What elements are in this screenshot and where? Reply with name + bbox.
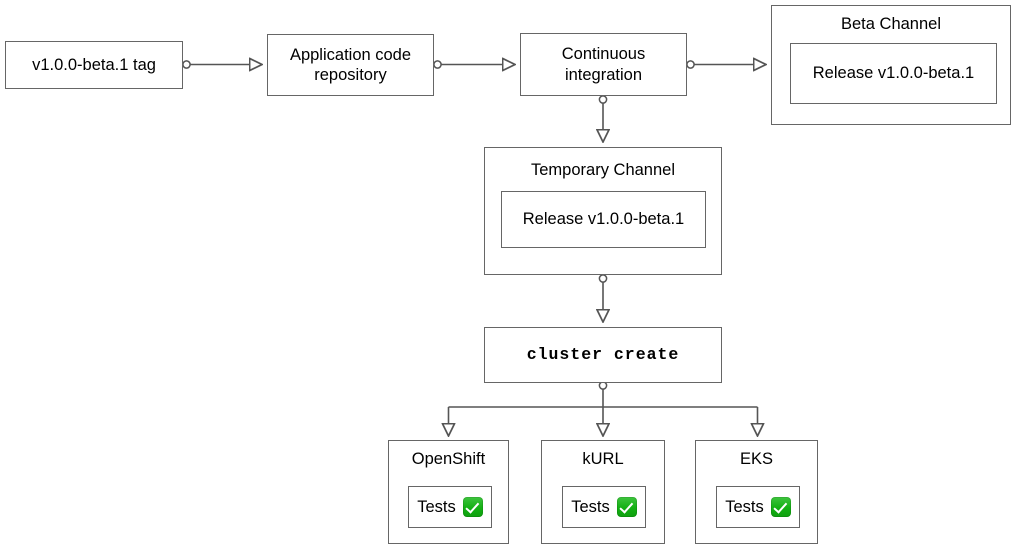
node-target-kurl-tests[interactable]: Tests bbox=[562, 486, 646, 528]
node-temporary-channel-title: Temporary Channel bbox=[531, 161, 675, 179]
node-continuous-integration-label: Continuous integration bbox=[561, 45, 646, 84]
node-target-kurl-title: kURL bbox=[582, 450, 624, 468]
check-mark-button-icon bbox=[616, 497, 637, 517]
node-target-kurl-tests-label: Tests bbox=[571, 497, 610, 516]
node-target-openshift-tests[interactable]: Tests bbox=[408, 486, 492, 528]
node-continuous-integration[interactable]: Continuous integration bbox=[520, 33, 687, 96]
node-cluster-create[interactable]: cluster create bbox=[484, 327, 722, 383]
node-beta-channel[interactable]: Beta Channel Release v1.0.0-beta.1 bbox=[771, 5, 1011, 125]
node-application-code-repository[interactable]: Application code repository bbox=[267, 34, 434, 96]
node-cluster-create-label: cluster create bbox=[526, 344, 680, 364]
node-application-code-repository-label: Application code repository bbox=[289, 45, 412, 84]
check-mark-button-icon bbox=[462, 497, 483, 517]
node-target-eks-title: EKS bbox=[739, 450, 774, 468]
node-beta-channel-title: Beta Channel bbox=[841, 15, 941, 33]
node-target-openshift[interactable]: OpenShift Tests bbox=[388, 440, 509, 544]
node-target-kurl[interactable]: kURL Tests bbox=[541, 440, 665, 544]
node-temporary-channel-release[interactable]: Release v1.0.0-beta.1 bbox=[501, 191, 706, 248]
node-version-tag[interactable]: v1.0.0-beta.1 tag bbox=[5, 41, 183, 89]
node-beta-channel-release-label: Release v1.0.0-beta.1 bbox=[812, 64, 975, 82]
node-version-tag-label: v1.0.0-beta.1 tag bbox=[32, 55, 156, 74]
node-temporary-channel[interactable]: Temporary Channel Release v1.0.0-beta.1 bbox=[484, 147, 722, 275]
node-target-openshift-title: OpenShift bbox=[411, 450, 486, 468]
node-beta-channel-release[interactable]: Release v1.0.0-beta.1 bbox=[790, 43, 997, 104]
node-temporary-channel-release-label: Release v1.0.0-beta.1 bbox=[522, 210, 685, 228]
node-target-eks[interactable]: EKS Tests bbox=[695, 440, 818, 544]
node-target-openshift-tests-label: Tests bbox=[417, 497, 456, 516]
check-mark-button-icon bbox=[770, 497, 791, 517]
node-target-eks-tests[interactable]: Tests bbox=[716, 486, 800, 528]
node-target-eks-tests-label: Tests bbox=[725, 497, 764, 516]
